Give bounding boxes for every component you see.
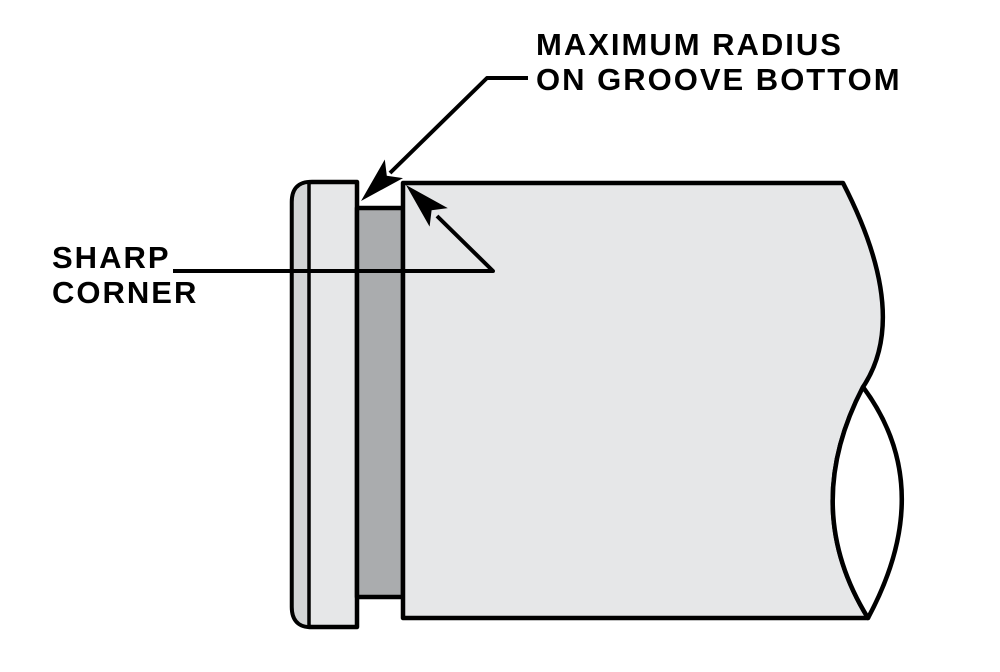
leader-line-sharp-corner	[173, 214, 495, 273]
sharp-corner-callout-line2: CORNER	[52, 275, 199, 310]
leader-line-max-radius	[388, 76, 528, 175]
groove	[354, 205, 406, 600]
arrowhead-max-radius-icon	[361, 159, 403, 201]
arrowhead-sharp-corner-icon	[406, 185, 448, 227]
sharp-corner-callout-line1: SHARP	[52, 240, 171, 275]
max-radius-callout-line2: ON GROOVE BOTTOM	[536, 62, 902, 97]
break-line-lens	[830, 384, 905, 621]
end-land-rounded-edge-strip	[290, 180, 311, 629]
max-radius-callout-line1: MAXIMUM RADIUS	[536, 27, 843, 62]
max-radius-callout: MAXIMUM RADIUS ON GROOVE BOTTOM	[536, 27, 902, 97]
shaft-body	[400, 180, 886, 621]
sharp-corner-callout: SHARP CORNER	[52, 240, 198, 310]
